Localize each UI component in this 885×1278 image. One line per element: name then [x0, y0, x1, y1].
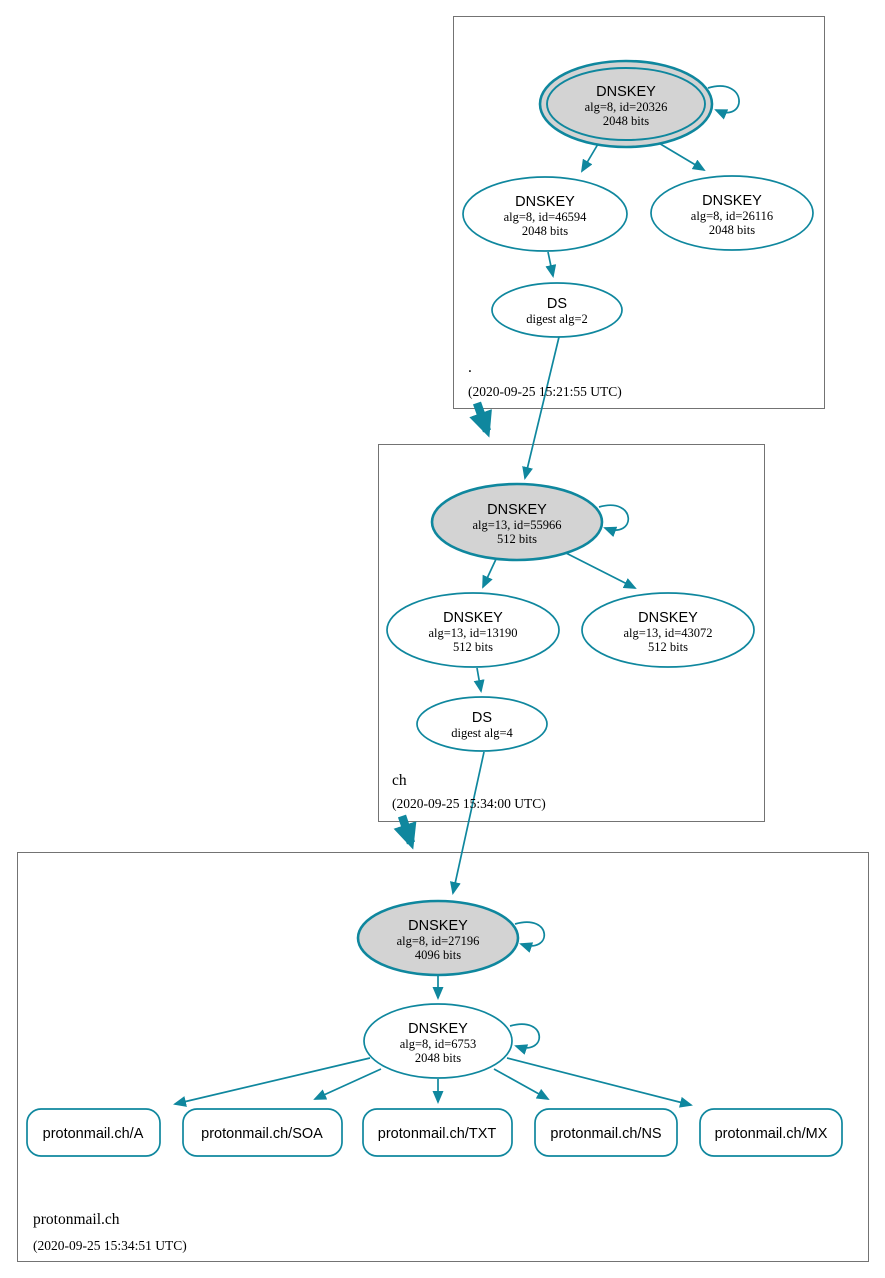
edge-protonmail-ksk-selfloop: [514, 921, 546, 953]
protonmail-zsk-alg: alg=8, id=6753: [400, 1037, 477, 1051]
protonmail-ksk-bits: 4096 bits: [415, 948, 461, 962]
edge-ch-ksk-to-zsk: [482, 556, 498, 589]
ch-ds-digest: digest alg=4: [451, 726, 513, 740]
zone-label-ch: ch: [392, 772, 407, 789]
root-extra-title: DNSKEY: [702, 193, 762, 209]
rrset-soa-label: protonmail.ch/SOA: [201, 1126, 323, 1142]
node-root-ksk: DNSKEY alg=8, id=20326 2048 bits: [538, 59, 714, 149]
node-ch-zsk: DNSKEY alg=13, id=13190 512 bits: [386, 592, 560, 668]
zone-ch: DNSKEY alg=13, id=55966 512 bits DNSKEY …: [386, 482, 755, 811]
rrset-txt: protonmail.ch/TXT: [362, 1108, 513, 1157]
edge-zsk-to-mx: [506, 1057, 693, 1108]
ch-zsk-bits: 512 bits: [453, 640, 493, 654]
zone-timestamp-ch: (2020-09-25 15:34:00 UTC): [392, 796, 546, 811]
node-root-ds: DS digest alg=2: [491, 282, 623, 338]
ch-ksk-alg: alg=13, id=55966: [472, 518, 561, 532]
edge-protonmail-zsk-selfloop: [509, 1023, 541, 1055]
ch-ksk-title: DNSKEY: [487, 502, 547, 518]
rrset-ns: protonmail.ch/NS: [534, 1108, 678, 1157]
ch-ds-title: DS: [472, 710, 492, 726]
edge-ch-ds-to-protonmail-ksk: [449, 751, 485, 895]
edge-ch-ksk-selfloop: [598, 504, 630, 538]
root-zsk-title: DNSKEY: [515, 194, 575, 210]
zone-timestamp-protonmail: (2020-09-25 15:34:51 UTC): [33, 1238, 187, 1253]
zone-timestamp-root: (2020-09-25 15:21:55 UTC): [468, 384, 622, 399]
rrset-a-label: protonmail.ch/A: [43, 1126, 144, 1142]
rrset-txt-label: protonmail.ch/TXT: [378, 1126, 497, 1142]
root-extra-bits: 2048 bits: [709, 223, 755, 237]
rrset-a: protonmail.ch/A: [26, 1108, 161, 1157]
root-ksk-bits: 2048 bits: [603, 114, 649, 128]
node-ch-dnskey-43072: DNSKEY alg=13, id=43072 512 bits: [581, 592, 755, 668]
zone-label-root: .: [468, 359, 472, 376]
protonmail-zsk-title: DNSKEY: [408, 1021, 468, 1037]
root-ksk-title: DNSKEY: [596, 84, 656, 100]
node-root-dnskey-26116: DNSKEY alg=8, id=26116 2048 bits: [650, 175, 814, 251]
ch-extra-bits: 512 bits: [648, 640, 688, 654]
root-ds-digest: digest alg=2: [526, 312, 588, 326]
zone-box-ch: [378, 444, 765, 822]
edge-root-delegation-arrow: [469, 401, 492, 438]
rrset-mx: protonmail.ch/MX: [699, 1108, 843, 1157]
edge-zsk-to-ns: [493, 1068, 550, 1100]
rrset-soa: protonmail.ch/SOA: [182, 1108, 343, 1157]
edge-ch-ksk-to-extra: [561, 550, 637, 589]
zone-box-protonmail: [17, 852, 869, 1262]
edge-root-ds-to-ch-ksk: [522, 336, 560, 480]
rrset-mx-label: protonmail.ch/MX: [715, 1126, 828, 1142]
node-ch-ksk: DNSKEY alg=13, id=55966 512 bits: [430, 482, 604, 562]
ch-ksk-bits: 512 bits: [497, 532, 537, 546]
zone-root: DNSKEY alg=8, id=20326 2048 bits DNSKEY …: [462, 59, 814, 399]
ch-zsk-alg: alg=13, id=13190: [428, 626, 517, 640]
node-ch-ds: DS digest alg=4: [416, 696, 548, 752]
root-ds-title: DS: [547, 296, 567, 312]
edge-ch-delegation-arrow: [393, 814, 417, 850]
ch-extra-alg: alg=13, id=43072: [623, 626, 712, 640]
ch-zsk-title: DNSKEY: [443, 610, 503, 626]
protonmail-ksk-alg: alg=8, id=27196: [397, 934, 480, 948]
protonmail-zsk-bits: 2048 bits: [415, 1051, 461, 1065]
node-protonmail-ksk: DNSKEY alg=8, id=27196 4096 bits: [356, 899, 520, 977]
root-zsk-bits: 2048 bits: [522, 224, 568, 238]
rrset-ns-label: protonmail.ch/NS: [550, 1126, 661, 1142]
node-root-zsk: DNSKEY alg=8, id=46594 2048 bits: [462, 176, 628, 252]
zone-box-root: [453, 16, 825, 409]
ch-extra-title: DNSKEY: [638, 610, 698, 626]
root-extra-alg: alg=8, id=26116: [691, 209, 773, 223]
node-protonmail-zsk: DNSKEY alg=8, id=6753 2048 bits: [363, 1003, 513, 1079]
protonmail-ksk-title: DNSKEY: [408, 918, 468, 934]
root-ksk-alg: alg=8, id=20326: [585, 100, 668, 114]
edge-ch-zsk-to-ds: [473, 667, 485, 693]
edge-root-ksk-selfloop: [707, 85, 740, 120]
root-zsk-alg: alg=8, id=46594: [504, 210, 588, 224]
zone-protonmail: DNSKEY alg=8, id=27196 4096 bits DNSKEY …: [26, 899, 843, 1253]
edge-zsk-to-soa: [313, 1068, 382, 1100]
zone-label-protonmail: protonmail.ch: [33, 1211, 120, 1228]
edge-zsk-to-a: [173, 1057, 371, 1107]
edge-root-zsk-to-ds: [545, 251, 557, 278]
